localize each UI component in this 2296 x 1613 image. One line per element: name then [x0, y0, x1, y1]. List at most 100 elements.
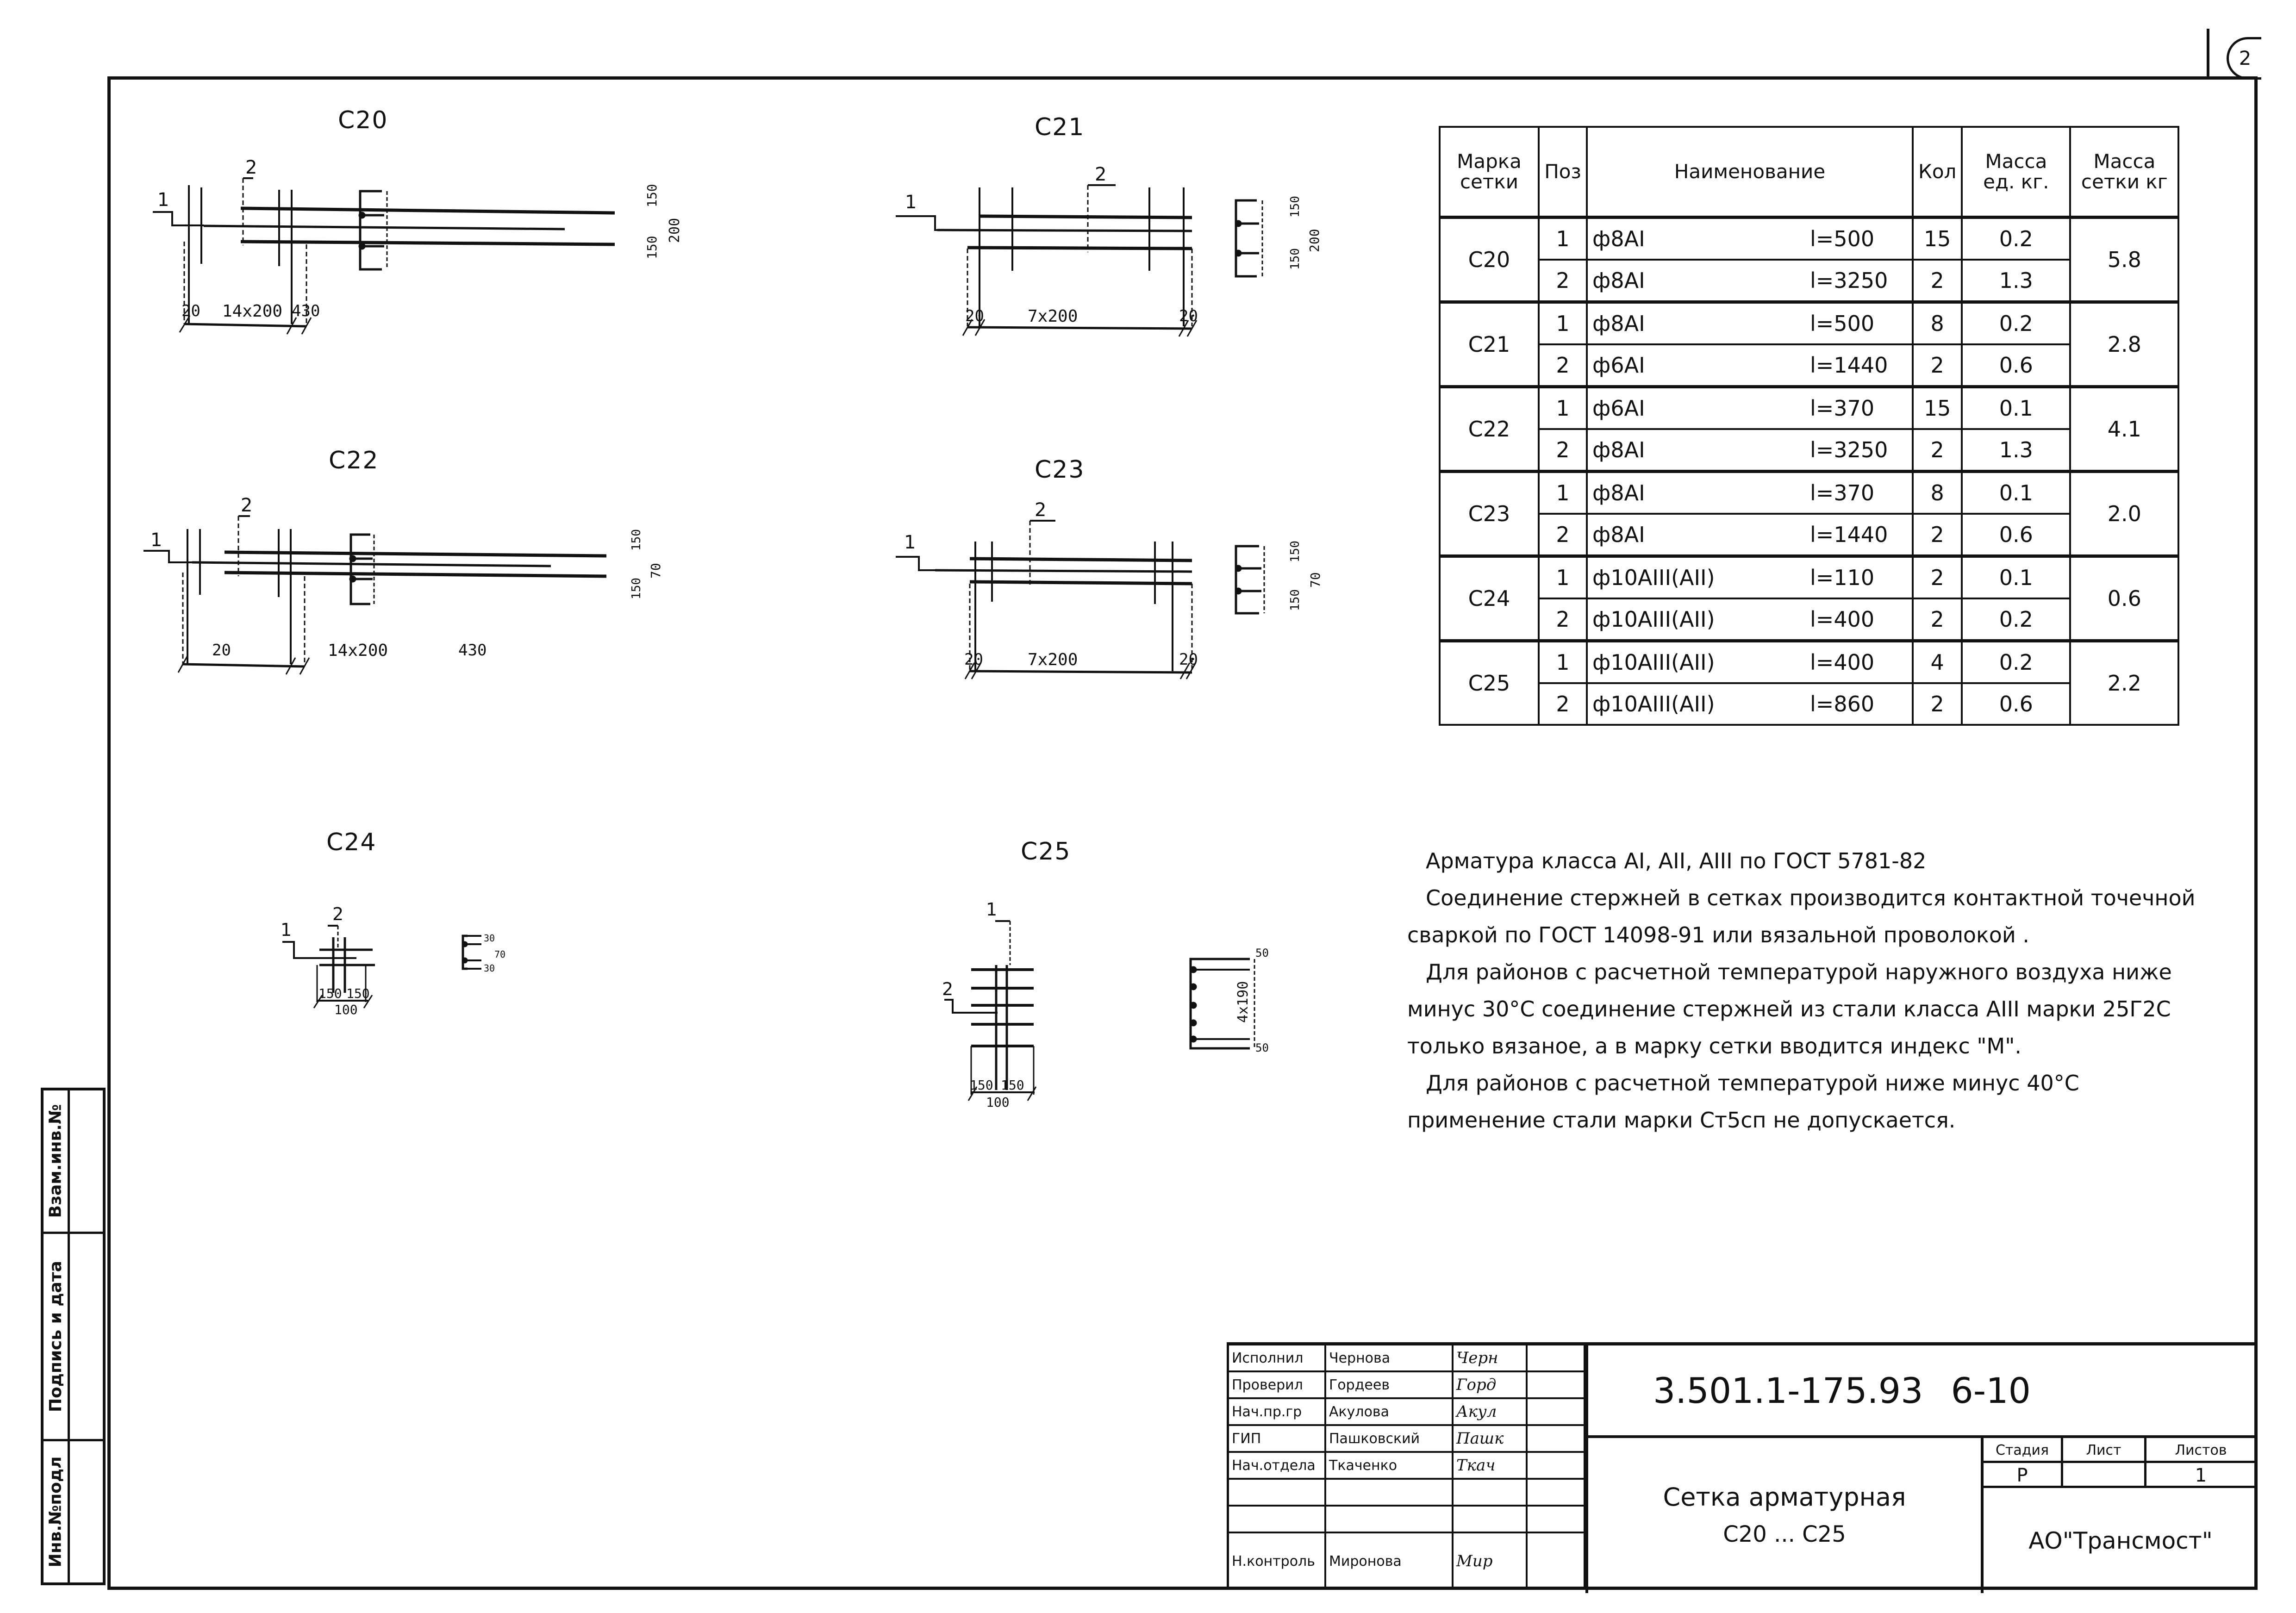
- bar-designation: ф6AI: [1592, 396, 1645, 421]
- dim-right: 20: [1179, 307, 1198, 325]
- frame-bottom-line: [107, 1587, 2258, 1590]
- specification-table: Марка сетки Поз Наименование Кол Масса е…: [1439, 126, 2180, 726]
- mesh-drawing-c25: С25: [926, 838, 1342, 1136]
- role: [1229, 1507, 1326, 1532]
- section-dim-bottom: 150: [1288, 248, 1302, 270]
- document-number: 3.501.1-175.93: [1653, 1370, 1923, 1411]
- section-dim-total: 70: [494, 949, 506, 960]
- leader-label-1: 1: [905, 192, 917, 213]
- bar-designation: ф8AI: [1592, 437, 1645, 462]
- bar-designation: ф8AI: [1592, 480, 1645, 505]
- person-name: Гордеев: [1326, 1372, 1454, 1397]
- cell-name: ф10AIII(AII)l=860: [1586, 682, 1914, 726]
- cell-mark: С23: [1439, 470, 1540, 557]
- signature-row: Н.контроль Миронова Мир: [1229, 1533, 1585, 1589]
- person-name: Чернова: [1326, 1345, 1454, 1370]
- signature-row: [1229, 1507, 1585, 1533]
- mesh-plan-view: 1 2: [153, 157, 615, 335]
- cell-pos: 2: [1538, 428, 1588, 473]
- cell-name: ф10AIII(AII)l=400: [1586, 598, 1914, 642]
- section-dim-bottom: 150: [644, 236, 660, 259]
- cell-unit-mass: 0.1: [1961, 385, 2071, 430]
- cell-mark: С24: [1439, 554, 1540, 642]
- note-2: Соединение стержней в сетках производитс…: [1407, 885, 2196, 947]
- date: [1528, 1480, 1585, 1505]
- cell-mark: С20: [1439, 216, 1540, 303]
- dim-left: 20: [964, 650, 983, 669]
- cell-mesh-mass: 2.0: [2069, 470, 2180, 557]
- signature-row: [1229, 1480, 1585, 1507]
- cell-mark: С25: [1439, 639, 1540, 726]
- bar-length: l=110: [1810, 565, 1875, 590]
- cell-name: ф6AI l=370: [1586, 385, 1914, 430]
- dim-right: 430: [292, 302, 320, 320]
- section-dim-top: 150: [1288, 541, 1302, 562]
- sheets-value: 1: [2146, 1463, 2258, 1488]
- cell-mark: С22: [1439, 385, 1540, 473]
- cell-qty: 2: [1911, 428, 1963, 473]
- cell-qty: 2: [1911, 343, 1963, 388]
- bar-designation: ф10AIII(AII): [1592, 565, 1715, 590]
- side-stamp-label: Инв.№подл: [46, 1456, 65, 1568]
- date: [1528, 1426, 1585, 1451]
- table-row: С24 1 ф10AIII(AII)l=110 2 0.1 0.6: [1439, 554, 2180, 642]
- drawing-title: С20: [338, 106, 388, 134]
- cell-name: ф8AI l=3250: [1586, 259, 1914, 303]
- signature: Горд: [1454, 1372, 1528, 1397]
- bar-length: l=1440: [1810, 522, 1888, 547]
- table-row: 2 ф10AIII(AII)l=400 2 0.2: [1440, 598, 2178, 642]
- cell-pos: 2: [1538, 259, 1588, 303]
- person-name: [1326, 1507, 1454, 1532]
- dim-middle: 7x200: [1028, 307, 1078, 326]
- cell-pos: 1: [1538, 216, 1588, 261]
- leader-label-1: 1: [986, 899, 997, 920]
- cell-qty: 15: [1911, 385, 1963, 430]
- bar-length: l=370: [1810, 396, 1875, 421]
- bar-length: l=1440: [1810, 353, 1888, 378]
- leader-label-2: 2: [1095, 164, 1106, 185]
- header-unit-mass: Масса ед. кг.: [1961, 126, 2071, 218]
- signature: Черн: [1454, 1345, 1528, 1370]
- section-dim-total: 70: [1308, 572, 1323, 588]
- side-stamp-label: Подпись и дата: [46, 1261, 65, 1412]
- cell-qty: 2: [1911, 598, 1963, 642]
- document-name-line-1: Сетка арматурная: [1663, 1482, 1906, 1512]
- cell-mesh-mass: 0.6: [2069, 554, 2180, 642]
- mesh-drawing-c21: С21 1 2: [896, 113, 1322, 356]
- cell-pos: 1: [1538, 470, 1588, 515]
- table-row: 2 ф10AIII(AII)l=860 2 0.6: [1440, 682, 2178, 726]
- leader-label-1: 1: [150, 529, 162, 551]
- date: [1528, 1372, 1585, 1397]
- cell-unit-mass: 0.2: [1961, 300, 2071, 345]
- section-dim-total: 70: [648, 563, 663, 579]
- section-dim-top: 150: [630, 529, 643, 551]
- cell-unit-mass: 0.1: [1961, 470, 2071, 515]
- dim-left: 20: [965, 307, 984, 325]
- bar-designation: ф8AI: [1592, 268, 1645, 293]
- mesh-plan-view: 1 2: [896, 164, 1263, 337]
- cell-qty: 2: [1911, 554, 1963, 599]
- side-stamp: Взам.инв.№ Подпись и дата Инв.№подл: [41, 1088, 106, 1585]
- mesh-plan-view: 1 2: [942, 899, 1255, 1101]
- document-name: Сетка арматурная С20 ... С25: [1585, 1438, 1984, 1593]
- date: [1528, 1399, 1585, 1424]
- leader-label-2: 2: [245, 157, 257, 178]
- sheet-mark: 2: [2227, 37, 2261, 80]
- header-mesh-mass: Масса сетки кг: [2069, 126, 2180, 218]
- role: Проверил: [1229, 1372, 1326, 1397]
- side-stamp-cell: Инв.№подл: [44, 1439, 103, 1582]
- note-4: Для районов с расчетной температурой ниж…: [1407, 1071, 2079, 1133]
- bar-length: l=3250: [1810, 268, 1888, 293]
- dim-left: 150: [318, 986, 342, 1001]
- cell-pos: 1: [1538, 639, 1588, 684]
- dim-left: 150: [970, 1077, 993, 1093]
- role: Нач.отдела: [1229, 1453, 1326, 1478]
- sheet-header: Лист: [2063, 1438, 2146, 1463]
- mesh-plan-view: 1 2: [281, 904, 481, 1009]
